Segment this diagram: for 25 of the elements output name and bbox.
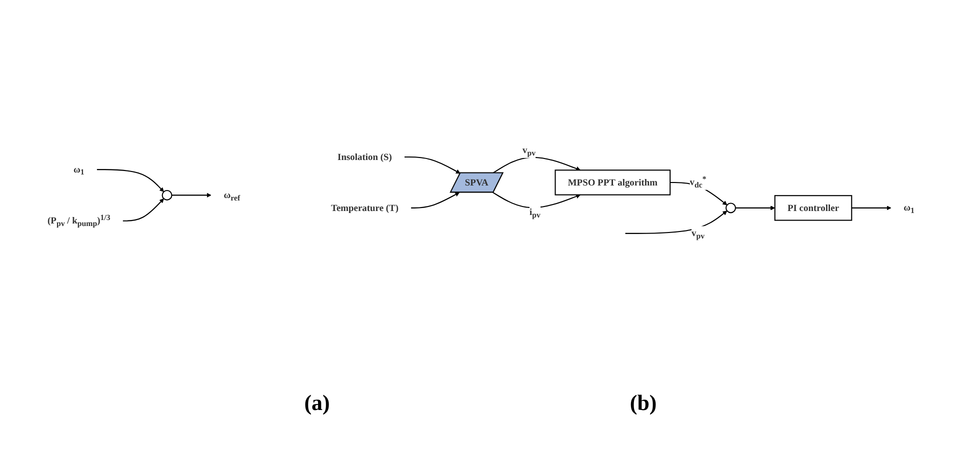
node-circle bbox=[725, 202, 736, 213]
panel-label: (b) bbox=[630, 390, 657, 416]
arrow bbox=[492, 156, 580, 174]
arrow bbox=[410, 192, 460, 208]
arrow bbox=[851, 205, 891, 210]
arrow bbox=[735, 205, 775, 210]
node-circle bbox=[161, 190, 172, 200]
edge-label: i$_{pv}$ bbox=[528, 206, 540, 220]
arrow bbox=[122, 198, 164, 222]
node-text: ω$_{ref}$ bbox=[223, 189, 240, 202]
arrow bbox=[96, 168, 164, 192]
arrow bbox=[404, 156, 460, 174]
arrow bbox=[492, 192, 580, 208]
node-text: ω$_{1}$ bbox=[903, 202, 914, 215]
node-box bbox=[554, 169, 670, 196]
node-text: Temperature (T) bbox=[330, 202, 398, 213]
node-text: Insolation (S) bbox=[337, 151, 392, 162]
node-box bbox=[774, 194, 852, 221]
edge-label: v$_{pv}$ bbox=[522, 144, 536, 158]
panel-label: (a) bbox=[304, 390, 330, 416]
arrow bbox=[171, 192, 211, 198]
node-text: (P$_{pv}$ / k$_{pump}$)$^{1/3}$ bbox=[47, 213, 110, 228]
arrow bbox=[624, 210, 727, 234]
edge-label: v$_{pv}$ bbox=[691, 228, 704, 240]
node-text: ω$_{1}$ bbox=[72, 164, 84, 177]
